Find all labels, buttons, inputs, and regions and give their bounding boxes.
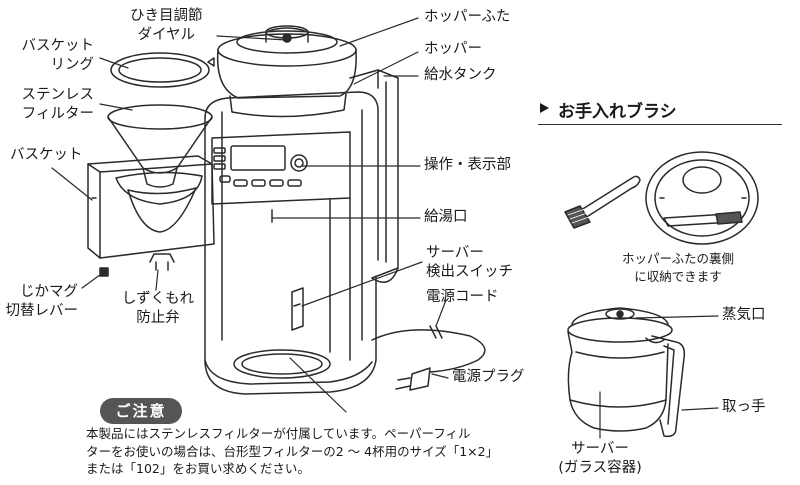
power-cord: [371, 325, 486, 373]
triangle-icon: [540, 103, 549, 113]
brush: [564, 175, 641, 229]
label-hopper-lid: ホッパーふた: [424, 9, 511, 25]
label-drip-stop-valve: しずくもれ防止弁: [121, 291, 195, 326]
notice-line: 本製品にはステンレスフィルターが付属しています。ペーパーフィル: [86, 426, 471, 441]
label-magnet-lever: じかマグ切替レバー: [5, 284, 79, 319]
label-basket-ring: バスケットリング: [21, 38, 95, 73]
power-plug: [395, 367, 431, 391]
hopper-lid-underside: [645, 151, 759, 245]
control-panel: [213, 145, 308, 187]
server-sensor-switch: [291, 287, 304, 331]
label-control-panel: 操作・表示部: [424, 157, 511, 173]
hopper: [216, 33, 357, 118]
server-carafe: [567, 307, 686, 438]
label-server: サーバー(ガラス容器): [558, 441, 642, 476]
basket-ring: [110, 52, 215, 88]
brush-caption: ホッパーふたの裏側に収納できます: [621, 251, 734, 284]
label-grind-dial: ひき目調節ダイヤル: [130, 8, 203, 43]
label-power-plug: 電源プラグ: [452, 369, 525, 385]
label-power-cord: 電源コード: [426, 289, 499, 305]
label-basket: バスケット: [10, 147, 83, 163]
leader-lines-server: [599, 315, 719, 439]
notice-line: または「102」をお買い求めください。: [86, 461, 310, 476]
basket: [87, 155, 215, 277]
label-server-sensor-switch: サーバー検出スイッチ: [426, 245, 513, 280]
brush-section-heading: お手入れブラシ: [558, 102, 677, 122]
hopper-lid: [236, 25, 338, 54]
heading-divider: [538, 124, 782, 125]
label-handle: 取っ手: [722, 399, 766, 415]
label-water-tank: 給水タンク: [424, 67, 497, 83]
notice-line: ターをお使いの場合は、台形型フィルターの2 ～ 4杯用のサイズ「1×2」: [86, 443, 499, 459]
label-hot-water-outlet: 給湯口: [424, 209, 468, 225]
notice-badge: ご注意: [100, 398, 182, 424]
label-steam-vent: 蒸気口: [722, 307, 766, 323]
coffee-maker-body: [204, 69, 399, 395]
leader-lines: [51, 17, 449, 413]
label-hopper: ホッパー: [424, 41, 482, 57]
label-stainless-filter: ステンレスフィルター: [21, 87, 95, 122]
notice-text: 本製品にはステンレスフィルターが付属しています。ペーパーフィル ターをお使いの場…: [86, 425, 498, 478]
